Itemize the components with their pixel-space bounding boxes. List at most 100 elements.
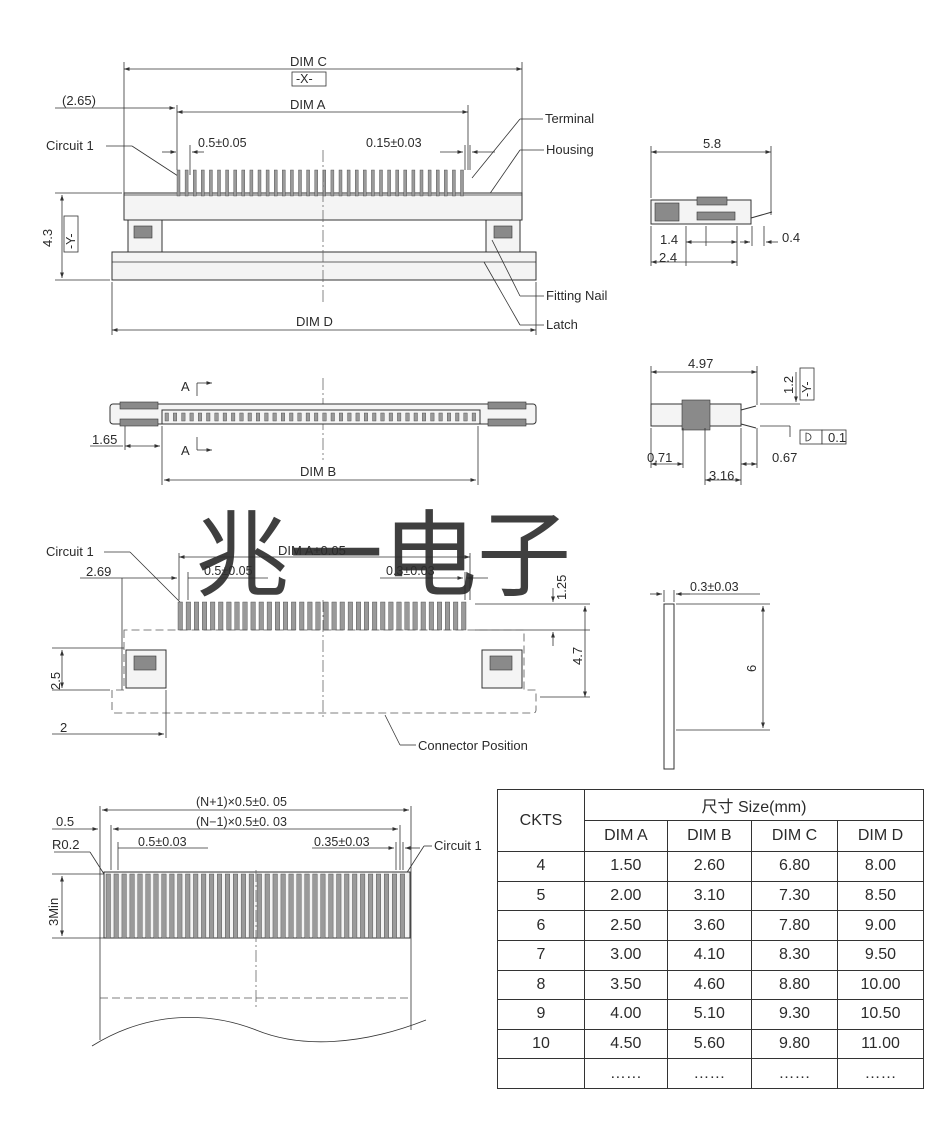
terminal-pin bbox=[184, 169, 189, 197]
col-dim-a: DIM A bbox=[584, 820, 668, 852]
terminal-pin bbox=[463, 412, 468, 422]
fpc-finger bbox=[248, 873, 254, 939]
side-01-label: 0.1 bbox=[828, 430, 846, 445]
side-067-label: 0.67 bbox=[772, 450, 797, 465]
terminal-pin bbox=[241, 169, 246, 197]
terminal-pin bbox=[206, 412, 211, 422]
pitch-label-top: 0.5±0.05 bbox=[198, 136, 247, 150]
cell-dim-a: 3.50 bbox=[584, 969, 668, 1001]
circuit1-label-fpc: Circuit 1 bbox=[434, 838, 482, 853]
terminal-pin bbox=[233, 169, 237, 197]
terminal-pin bbox=[411, 169, 416, 197]
pcb-125-label: 1.25 bbox=[554, 575, 569, 600]
fpc-finger bbox=[217, 873, 223, 939]
terminal-pin bbox=[306, 169, 310, 197]
dim-b-label: DIM B bbox=[300, 464, 336, 479]
fpc-finger bbox=[288, 873, 294, 939]
fpc-finger bbox=[177, 873, 183, 939]
terminal-pin bbox=[314, 412, 319, 422]
cell-dim-b: 3.60 bbox=[666, 910, 753, 941]
terminal-label: Terminal bbox=[545, 111, 594, 126]
cell-dim-c: 9.30 bbox=[751, 999, 838, 1030]
ckts-header: CKTS bbox=[497, 789, 585, 852]
cell-dim-d: 8.50 bbox=[837, 880, 924, 912]
cell-dim-c: 6.80 bbox=[751, 851, 838, 882]
terminal-pin bbox=[460, 169, 464, 197]
terminal-pin bbox=[164, 412, 169, 422]
terminal-pin bbox=[281, 412, 285, 422]
size-table: CKTS 尺寸 Size(mm) DIM A DIM B DIM C DIM D… bbox=[497, 789, 924, 1089]
col-dim-c: DIM C bbox=[751, 820, 838, 852]
fpc-finger bbox=[328, 873, 334, 939]
pcb-layout-view: Circuit 1 DIM A±0.05 2.69 0.5±0.05 0.3±0… bbox=[46, 543, 590, 753]
terminal-pin bbox=[257, 169, 262, 197]
cell-dim-b: 3.10 bbox=[666, 880, 753, 912]
pcb-pad bbox=[177, 601, 183, 631]
cell-ckts: 5 bbox=[497, 880, 585, 912]
terminal-pin bbox=[422, 412, 426, 422]
cell-ckts bbox=[497, 1058, 585, 1089]
terminal-pin bbox=[272, 412, 277, 422]
terminal-pin bbox=[444, 169, 448, 197]
terminal-pin bbox=[239, 412, 244, 422]
fpc-fingers bbox=[103, 871, 411, 939]
fpc-finger bbox=[145, 873, 151, 939]
fpc-finger bbox=[384, 873, 389, 939]
terminal-pin bbox=[289, 412, 294, 422]
terminal-pins-top bbox=[176, 169, 464, 197]
pcb-269-label: 2.69 bbox=[86, 564, 111, 579]
pcb-47-label: 4.7 bbox=[570, 647, 585, 665]
col-dim-d: DIM D bbox=[837, 820, 924, 852]
fpc-finger bbox=[352, 873, 358, 939]
dim-c-label: DIM C bbox=[290, 54, 327, 69]
cell-dim-b: 4.10 bbox=[666, 939, 753, 971]
terminal-pin bbox=[265, 169, 270, 197]
terminal-pin bbox=[346, 169, 351, 197]
side-071-label: 0.71 bbox=[647, 450, 672, 465]
terminal-pin bbox=[405, 412, 410, 422]
fpc-finger bbox=[225, 873, 230, 939]
fpc-finger bbox=[336, 873, 342, 939]
terminal-pin bbox=[338, 169, 343, 197]
terminal-pin bbox=[403, 169, 407, 197]
fpc-finger bbox=[304, 873, 310, 939]
terminal-pin bbox=[181, 412, 186, 422]
pcb-pad bbox=[461, 601, 467, 631]
fpc-finger bbox=[312, 873, 318, 939]
terminal-pin bbox=[314, 169, 318, 197]
terminal-pin bbox=[274, 169, 278, 197]
terminal-pin bbox=[322, 169, 326, 197]
terminal-pin bbox=[197, 412, 202, 422]
fpc-finger bbox=[209, 873, 215, 939]
front-165-label: 1.65 bbox=[92, 432, 117, 447]
cell-ckts: 6 bbox=[497, 910, 585, 941]
section-a-bottom: A bbox=[181, 443, 190, 458]
terminal-pin bbox=[380, 412, 385, 422]
terminal-pin bbox=[264, 412, 269, 422]
fpc-05-label: 0.5 bbox=[56, 814, 74, 829]
cell-ckts: 4 bbox=[497, 851, 585, 882]
terminal-pins-front bbox=[164, 412, 476, 422]
terminal-pin bbox=[364, 412, 368, 422]
housing-label: Housing bbox=[546, 142, 594, 157]
pcb-pad bbox=[283, 601, 288, 631]
terminal-pin bbox=[330, 412, 335, 422]
terminal-pin bbox=[217, 169, 221, 197]
cell-ckts: 9 bbox=[497, 999, 585, 1030]
fpc-r02-label: R0.2 bbox=[52, 837, 79, 852]
terminal-pin bbox=[347, 412, 352, 422]
cell-dim-c: 7.80 bbox=[751, 910, 838, 941]
terminal-pin bbox=[395, 169, 399, 197]
cell-ckts: 10 bbox=[497, 1028, 585, 1060]
dim-d-label: DIM D bbox=[296, 314, 333, 329]
fpc-pitch-label: 0.5±0.03 bbox=[138, 835, 187, 849]
top-view: DIM C -X- (2.65) DIM A Circuit 1 0.5±0.0… bbox=[40, 54, 608, 335]
cell-dim-c: …… bbox=[751, 1058, 838, 1089]
dim-a-tol-label: DIM A±0.05 bbox=[278, 543, 346, 558]
circuit1-label-top: Circuit 1 bbox=[46, 138, 94, 153]
terminal-pin bbox=[282, 169, 286, 197]
terminal-pin bbox=[322, 412, 327, 422]
